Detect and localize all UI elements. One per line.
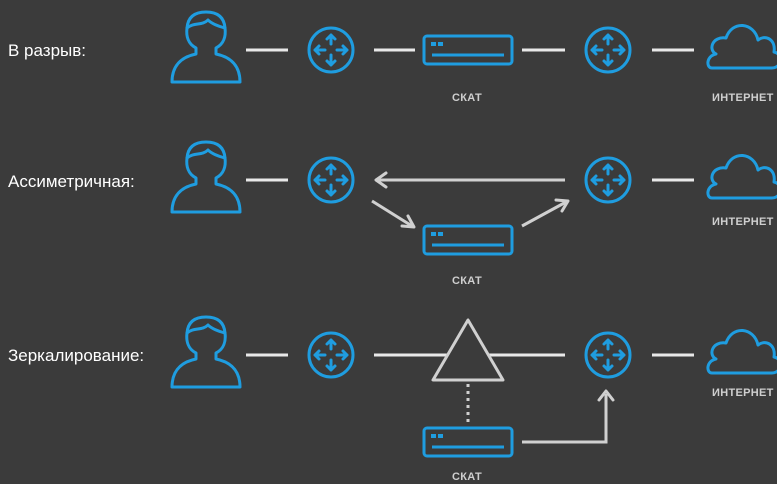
cloud-icon xyxy=(706,23,777,70)
row-mirroring: Зеркалирование: СКАТ ИНТЕРНЕТ xyxy=(8,315,777,483)
server-appliance-icon xyxy=(422,34,514,66)
row-label-mirroring: Зеркалирование: xyxy=(8,346,144,365)
sensor-caption: СКАТ xyxy=(452,92,482,104)
forward-arrow xyxy=(522,394,608,444)
internet-caption: ИНТЕРНЕТ xyxy=(712,92,774,104)
user-icon xyxy=(170,315,242,389)
server-appliance-icon xyxy=(422,224,514,256)
router-icon xyxy=(584,26,632,74)
user-icon xyxy=(170,140,242,214)
arrowhead xyxy=(400,214,416,229)
row-asymmetric: Ассиметричная: СКАТ ИНТЕРНЕТ xyxy=(8,140,777,287)
internet-caption: ИНТЕРНЕТ xyxy=(712,216,774,228)
router-icon xyxy=(307,331,355,379)
user-icon xyxy=(170,10,242,84)
router-icon xyxy=(307,156,355,204)
forward-arrow xyxy=(521,200,567,228)
arrowhead xyxy=(597,389,615,402)
forward-arrow xyxy=(371,199,413,228)
sensor-caption: СКАТ xyxy=(452,471,482,483)
row-inline: В разрыв: СКАТ ИНТЕРНЕТ xyxy=(8,10,777,104)
tap-triangle-icon xyxy=(431,318,505,382)
row-label-asymmetric: Ассиметричная: xyxy=(8,172,135,191)
row-label-inline: В разрыв: xyxy=(8,41,86,60)
cloud-icon xyxy=(706,153,777,200)
sensor-caption: СКАТ xyxy=(452,275,482,287)
internet-caption: ИНТЕРНЕТ xyxy=(712,387,774,399)
router-icon xyxy=(307,26,355,74)
router-icon xyxy=(584,156,632,204)
arrowhead xyxy=(374,171,388,189)
server-appliance-icon xyxy=(422,426,514,458)
cloud-icon xyxy=(706,328,777,375)
router-icon xyxy=(584,331,632,379)
arrowhead xyxy=(554,198,570,213)
